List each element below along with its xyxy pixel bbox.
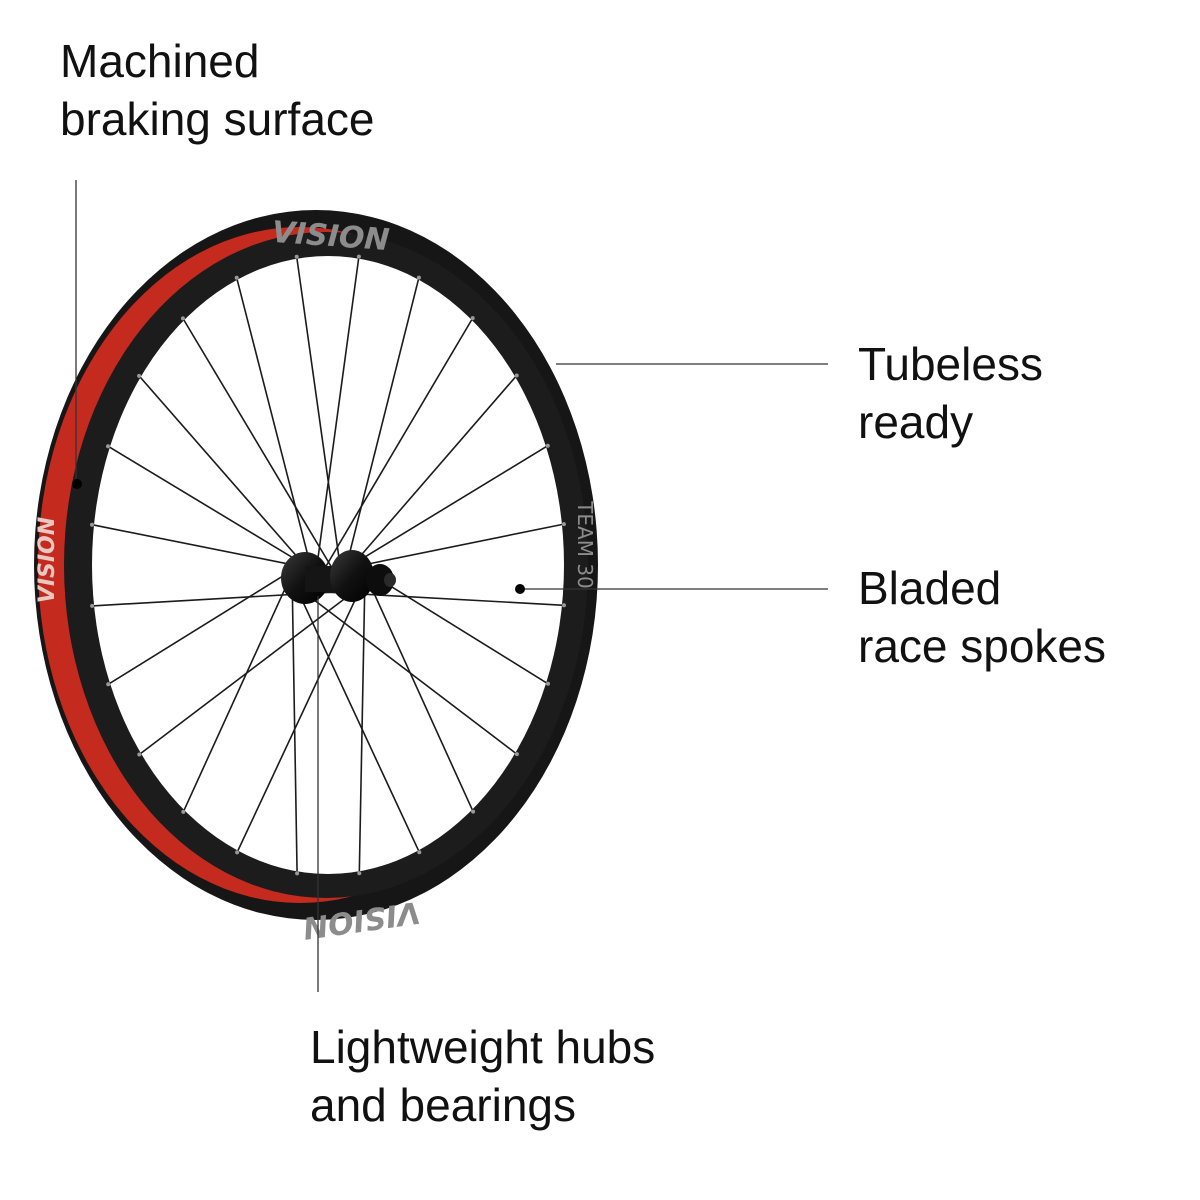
callout-hubs-line1: Lightweight hubs (310, 1021, 656, 1073)
spoke-nipple (106, 444, 110, 449)
spoke (182, 317, 334, 571)
spoke-nipple (90, 603, 95, 608)
spoke-nipple (470, 316, 475, 321)
spoke (367, 523, 565, 565)
spoke-nipple (137, 373, 142, 378)
spoke (138, 375, 299, 559)
spoke-nipple (417, 850, 422, 855)
spoke-nipple (545, 443, 550, 448)
spoke-nipple (514, 752, 519, 757)
spoke-nipple (546, 681, 550, 686)
spoke-nipple (357, 871, 362, 876)
callout-tubeless-ready: Tubeless ready (858, 335, 1043, 451)
spoke (348, 277, 420, 557)
spoke (107, 573, 286, 685)
spoke-nipple (416, 275, 421, 280)
callout-tubeless-line1: Tubeless (858, 338, 1043, 390)
spoke (235, 277, 309, 557)
rim-logo-left: VISION (35, 517, 60, 603)
spoke (371, 573, 549, 685)
spokes (90, 254, 566, 876)
spoke-nipple (294, 254, 299, 259)
spoke-nipple (561, 522, 566, 527)
spoke (358, 595, 366, 874)
spoke-nipple (234, 275, 239, 280)
spoke (316, 256, 360, 562)
spoke (138, 597, 346, 756)
spoke-nipple (295, 871, 300, 876)
spoke-nipple (471, 809, 476, 814)
spoke (236, 599, 356, 853)
leader-spokes-dot (515, 584, 525, 594)
hub-flange-right (330, 550, 374, 602)
hub-freehub (366, 564, 394, 596)
wheel-rim (34, 210, 598, 920)
spoke-nipple (514, 373, 519, 378)
spoke-nipple (235, 850, 240, 855)
spoke (182, 585, 288, 813)
callout-tubeless-line2: ready (858, 396, 974, 448)
spoke-nipple (562, 603, 566, 608)
hub (281, 550, 396, 604)
callout-braking-line2: braking surface (60, 93, 375, 145)
spoke (323, 317, 474, 571)
spoke (295, 256, 341, 562)
spoke-nipple (90, 522, 94, 527)
rim-logo-top: VISION (271, 215, 391, 258)
leader-braking-dot (72, 479, 82, 489)
callout-spokes-line2: race spokes (858, 620, 1107, 672)
rim-opening (92, 256, 564, 874)
spoke (291, 595, 298, 874)
spoke-nipple (137, 752, 142, 757)
spoke-nipple (180, 316, 185, 321)
spoke (311, 597, 518, 755)
callout-spokes-line1: Bladed (858, 562, 1002, 614)
callout-bladed-spokes: Bladed race spokes (858, 559, 1106, 675)
callout-hubs-line2: and bearings (310, 1079, 576, 1131)
spoke (91, 523, 290, 565)
rim-model-right: TEAM 30 (573, 500, 597, 589)
spoke-nipple (106, 682, 111, 687)
callout-hubs-bearings: Lightweight hubs and bearings (310, 1018, 655, 1134)
callout-braking-line1: Machined (60, 35, 260, 87)
leader-lines (72, 180, 828, 992)
spoke (301, 599, 421, 853)
hub-axle-cap (384, 573, 396, 587)
spoke-nipple (356, 254, 361, 259)
spoke (358, 374, 518, 559)
spoke (369, 585, 474, 812)
spoke-nipple (181, 809, 186, 814)
callout-braking-surface: Machined braking surface (60, 32, 375, 148)
